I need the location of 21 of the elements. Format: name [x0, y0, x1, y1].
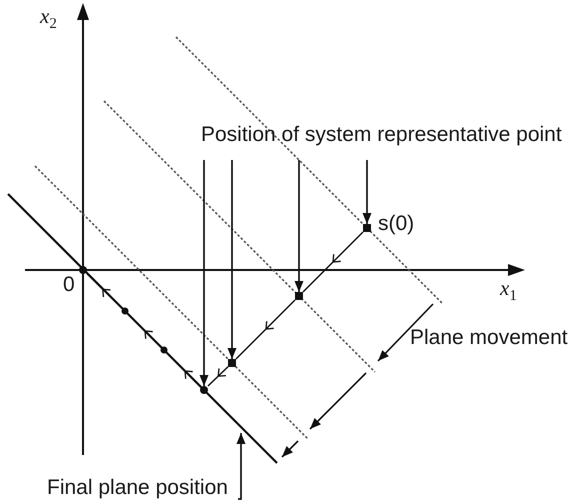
leader-arrow [236, 433, 246, 500]
leader-arrow [362, 160, 372, 224]
trajectory-line [208, 366, 228, 386]
origin-point [79, 266, 87, 274]
annotation-text: Plane movement [410, 326, 568, 350]
point-marker [200, 386, 208, 394]
point-marker [295, 292, 303, 300]
leader-arrow [228, 160, 236, 359]
leader-arrow [200, 160, 208, 386]
leader-arrow [294, 160, 304, 292]
trajectory-line [86, 273, 200, 386]
trajectory-line [236, 300, 296, 360]
point-marker [363, 224, 371, 232]
point-label: 0 [63, 273, 75, 298]
callout-label: Position of system representative point [201, 123, 562, 148]
callout-label: Final plane position [47, 476, 228, 500]
point-marker [228, 359, 236, 367]
point-label: s(0) [378, 212, 414, 236]
axis-label: x$_{1}$ [500, 276, 517, 306]
axis-label: x$_{2}$ [40, 4, 57, 34]
trajectory-line [302, 232, 364, 292]
